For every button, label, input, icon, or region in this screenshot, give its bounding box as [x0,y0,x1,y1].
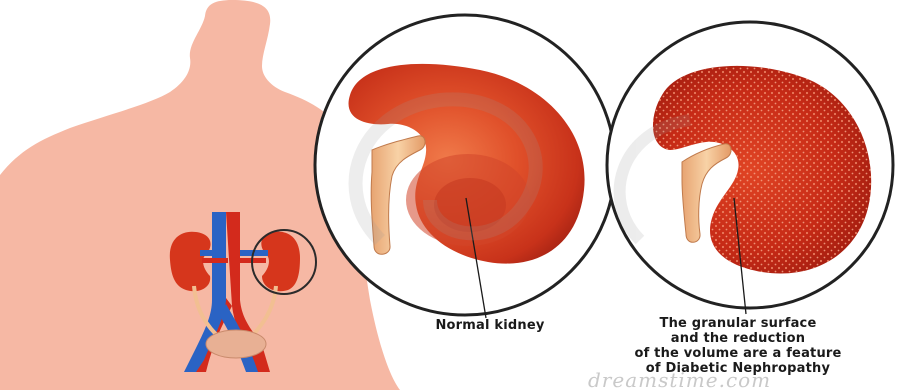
bladder [206,330,266,358]
caption-line: of the volume are a feature [598,346,878,361]
caption-line: The granular surface [598,316,878,331]
diabetic-kidney-zoom [607,22,893,314]
watermark-text: dreamstime.com [588,368,888,392]
diabetic-nephropathy-caption: The granular surface and the reduction o… [598,316,878,376]
normal-kidney-label: Normal kidney [405,318,575,333]
caption-line: and the reduction [598,331,878,346]
